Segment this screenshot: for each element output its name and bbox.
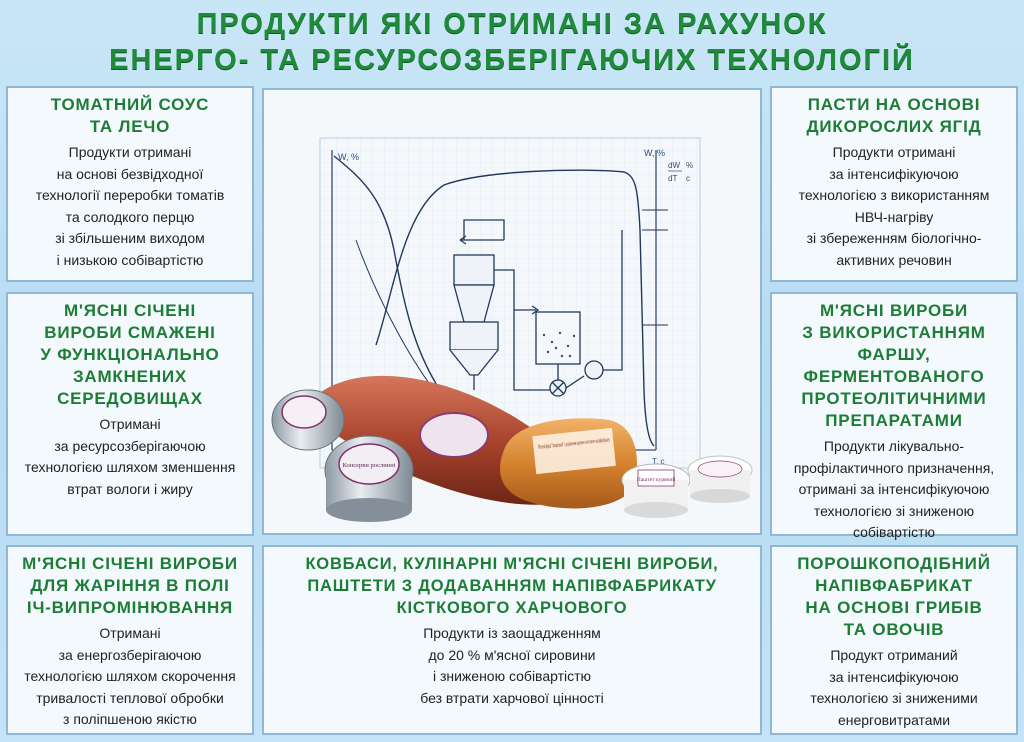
panel-berry-pastes: ПАСТИ НА ОСНОВІ ДИКОРОСЛИХ ЯГІД Продукти… xyxy=(770,86,1018,282)
panel-heading: ПАСТИ НА ОСНОВІ ДИКОРОСЛИХ ЯГІД xyxy=(806,95,982,136)
axis-right-label: W, % xyxy=(644,148,665,158)
panel-mushroom-powder: ПОРОШКОПОДІБНИЙ НАПІВФАБРИКАТ НА ОСНОВІ … xyxy=(770,545,1018,735)
panel-ir-meat: М'ЯСНІ СІЧЕНІ ВИРОБИ ДЛЯ ЖАРІННЯ В ПОЛІ … xyxy=(6,545,254,735)
axis-right2-numerator: dW xyxy=(668,161,680,170)
axis-right2-unit: % xyxy=(686,161,693,170)
page-title: ПРОДУКТИ ЯКІ ОТРИМАНІ ЗА РАХУНОК ЕНЕРГО-… xyxy=(0,6,1024,78)
panel-body: Отримані за ресурсозберігаючою технологі… xyxy=(24,416,236,497)
pate-tubs: Паштет курячий xyxy=(621,455,753,518)
cyclone-scheme xyxy=(449,219,623,397)
panel-heading: ПОРОШКОПОДІБНИЙ НАПІВФАБРИКАТ НА ОСНОВІ … xyxy=(797,554,991,639)
panel-fermented-meat: М'ЯСНІ ВИРОБИ З ВИКОРИСТАННЯМ ФАРШУ, ФЕР… xyxy=(770,292,1018,540)
panel-body: Продукти лікувально- профілактичного при… xyxy=(793,438,995,540)
bone-paste-sausage: М'ясний фарш "Запорізький" з додаванням … xyxy=(500,418,637,509)
panel-body: Продукти отримані на основі безвідходної… xyxy=(35,144,225,268)
process-diagram: W, % W, % dW dT % c T, c xyxy=(271,137,753,522)
panel-heading: ТОМАТНИЙ СОУС ТА ЛЕЧО xyxy=(50,95,210,136)
panel-heading: КОВБАСИ, КУЛІНАРНІ М'ЯСНІ СІЧЕНІ ВИРОБИ,… xyxy=(305,555,719,617)
panel-sausages: КОВБАСИ, КУЛІНАРНІ М'ЯСНІ СІЧЕНІ ВИРОБИ,… xyxy=(262,545,762,735)
axis-right2-unit2: c xyxy=(686,174,690,183)
panel-body: Продукт отриманий за інтенсифікуючою тех… xyxy=(810,647,978,728)
panel-body: Продукти отримані за інтенсифікуючою тех… xyxy=(798,144,990,268)
can-label: Консерви рослинні xyxy=(342,462,395,469)
panel-fried-meat: М'ЯСНІ СІЧЕНІ ВИРОБИ СМАЖЕНІ У ФУНКЦІОНА… xyxy=(6,292,254,536)
product-photo: W, % W, % dW dT % c T, c xyxy=(262,88,762,535)
can-products: Консерви рослинні xyxy=(271,389,414,522)
panel-body: Отримані за енергозберігаючою технологіє… xyxy=(24,625,236,727)
panel-heading: М'ЯСНІ ВИРОБИ З ВИКОРИСТАННЯМ ФАРШУ, ФЕР… xyxy=(801,301,987,430)
panel-heading: М'ЯСНІ СІЧЕНІ ВИРОБИ СМАЖЕНІ У ФУНКЦІОНА… xyxy=(40,301,220,408)
panel-body: Продукти із заощадженням до 20 % м'ясної… xyxy=(420,625,604,706)
panel-tomato-sauce: ТОМАТНИЙ СОУС ТА ЛЕЧО Продукти отримані … xyxy=(6,86,254,282)
title-line-1: ПРОДУКТИ ЯКІ ОТРИМАНІ ЗА РАХУНОК xyxy=(196,8,828,40)
axis-left-label: W, % xyxy=(338,152,359,162)
pate-label: Паштет курячий xyxy=(637,476,676,483)
axis-right2-denominator: dT xyxy=(668,174,677,183)
title-line-2: ЕНЕРГО- ТА РЕСУРСОЗБЕРІГАЮЧИХ ТЕХНОЛОГІЙ xyxy=(109,44,915,76)
panel-heading: М'ЯСНІ СІЧЕНІ ВИРОБИ ДЛЯ ЖАРІННЯ В ПОЛІ … xyxy=(22,554,238,617)
axis-time-label: T, c xyxy=(652,457,664,466)
